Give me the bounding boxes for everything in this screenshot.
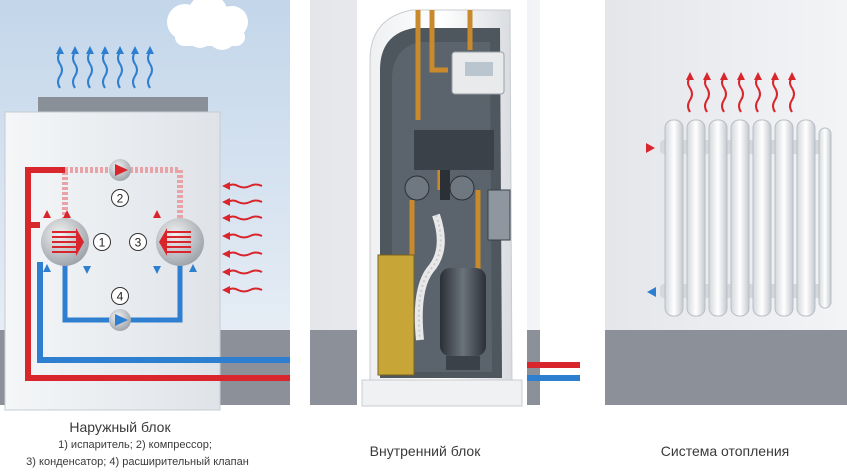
expansion-valve-icon [109, 309, 131, 331]
heating-system-title: Система отопления [660, 443, 790, 459]
marker-2: 2 [111, 189, 129, 207]
svg-text:1: 1 [99, 236, 106, 250]
airflow-arrows-icon [222, 182, 263, 294]
outdoor-unit-title: Наружный блок [69, 419, 171, 435]
compressor-icon [109, 159, 131, 181]
marker-1: 1 [93, 233, 111, 251]
svg-text:3: 3 [135, 236, 142, 250]
indoor-unit-title: Внутренний блок [369, 443, 481, 459]
outdoor-unit-legend-line2: 3) конденсатор; 4) расширительный клапан [26, 456, 249, 468]
cloud-icon [167, 0, 248, 50]
heat-rising-arrows-outdoor [56, 46, 154, 89]
heat-rising-arrows-radiator [686, 72, 796, 113]
svg-text:4: 4 [117, 290, 124, 304]
refrigerant-loop [25, 167, 360, 381]
radiator-icon [646, 119, 832, 317]
marker-3: 3 [129, 233, 147, 251]
svg-text:2: 2 [117, 192, 124, 206]
condenser-icon [156, 218, 204, 266]
evaporator-icon [41, 218, 89, 266]
marker-4: 4 [111, 287, 129, 305]
outdoor-unit-legend-line1: 1) испаритель; 2) компрессор; [58, 439, 212, 451]
flow-direction-arrows [43, 210, 197, 274]
indoor-unit-cabinet [357, 0, 527, 408]
